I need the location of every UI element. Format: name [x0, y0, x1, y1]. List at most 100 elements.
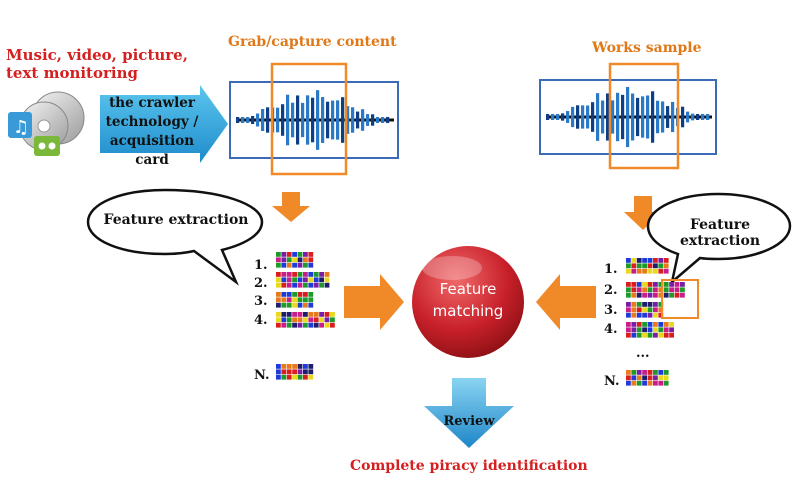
right-item-n-label: N. [604, 374, 620, 389]
right-item-2-label: 2. [604, 283, 618, 298]
sample-waveform [546, 86, 712, 148]
left-feature-grid-3 [276, 292, 314, 308]
waveform-bar [661, 101, 665, 133]
waveform-bar [356, 111, 360, 129]
arrow-to-matching-right [536, 274, 596, 330]
waveform-bar [651, 91, 655, 143]
waveform-bar [686, 111, 690, 123]
waveform-bar [641, 96, 645, 138]
feature-grids [276, 252, 685, 386]
waveform-bar [346, 106, 350, 134]
left-item-4-label: 4. [254, 313, 268, 328]
waveform-bar [701, 114, 705, 120]
crawler-line-1: the crawler [109, 95, 195, 111]
waveform-bar [321, 97, 325, 143]
waveform-bar [616, 92, 620, 142]
cassette-tape-icon [34, 136, 60, 156]
feature-matching-label: Feature matching [412, 278, 524, 322]
review-label: Review [443, 414, 495, 429]
capture-label: Grab/capture content [228, 34, 397, 50]
waveform-bar [576, 105, 580, 129]
waveform-bar [621, 94, 625, 140]
right-item-4-label: 4. [604, 322, 618, 337]
waveform-bar [596, 93, 600, 141]
review-arrow [424, 378, 514, 448]
waveform-bar [386, 117, 390, 123]
right-item-1-label: 1. [604, 262, 618, 277]
left-feature-grid-n [276, 364, 314, 380]
waveform-bar [706, 114, 710, 120]
source-title-line-1: Music, video, picture, [6, 46, 188, 64]
waveform-bar [241, 117, 245, 123]
waveform-bar [311, 97, 315, 143]
result-label: Complete piracy identification [350, 458, 588, 474]
sample-highlight-box [608, 62, 680, 170]
waveform-bar [281, 104, 285, 136]
media-icons: ♫ [8, 91, 85, 156]
feature-matching-circle [412, 246, 524, 358]
waveform-bar [626, 86, 630, 148]
right-match-highlight-box [661, 279, 699, 319]
waveform-bar [296, 95, 300, 145]
waveform-bar [656, 100, 660, 134]
waveform-bar [236, 117, 240, 123]
feature-matching-line-2: matching [432, 302, 504, 320]
waveform-bar [261, 109, 265, 131]
waveform-bar [571, 106, 575, 128]
sample-label: Works sample [592, 40, 702, 56]
waveform-bar [546, 114, 550, 120]
left-speech-bubble [86, 188, 264, 286]
left-feature-grid-2 [276, 272, 330, 288]
waveform-bar [581, 105, 585, 129]
capture-waveform-box [229, 81, 399, 159]
crawler-line-3: acquisition card [109, 133, 195, 168]
right-item-3-label: 3. [604, 303, 618, 318]
crawler-arrow [100, 85, 228, 163]
waveform-bar [586, 105, 590, 129]
waveform-bar [611, 100, 615, 134]
right-feature-grid-3 [626, 302, 664, 318]
right-ellipsis-label: ... [636, 346, 650, 361]
arrow-to-matching-left [344, 274, 404, 330]
down-arrow-right [624, 196, 662, 230]
waveform-bar [251, 116, 255, 124]
music-note-icon [8, 112, 32, 138]
waveform-bar [331, 100, 335, 140]
waveform-bar [246, 117, 250, 123]
waveform-bar [256, 113, 260, 127]
source-title-line-2: text monitoring [6, 64, 138, 82]
waveform-bar [381, 117, 385, 123]
waveform-bar [366, 114, 370, 126]
right-feature-extraction-label: Feature extraction [680, 217, 760, 249]
waveform-bar [351, 107, 355, 133]
waveform-bar [276, 107, 280, 133]
waveform-bar [341, 97, 345, 143]
waveform-bar [691, 113, 695, 121]
right-feature-grid-4 [626, 322, 674, 338]
waveform-bar [681, 106, 685, 128]
waveform-bar [566, 111, 570, 123]
left-feature-grid-1 [276, 252, 314, 268]
right-feature-grid-1 [626, 258, 669, 274]
down-arrow-left [272, 192, 310, 222]
waveform-bar [286, 94, 290, 146]
waveform-bar [591, 102, 595, 132]
waveform-bar [561, 113, 565, 121]
feature-matching-line-1: Feature [439, 280, 497, 298]
left-item-1-label: 1. [254, 258, 268, 273]
waveform-bar [316, 90, 320, 150]
left-feature-extraction-label: Feature extraction [103, 212, 249, 228]
sample-waveform-box [539, 79, 717, 155]
right-feature-grid-2 [626, 282, 685, 298]
left-item-3-label: 3. [254, 294, 268, 309]
waveform-bar [556, 114, 560, 120]
waveform-bar [646, 95, 650, 139]
waveform-bar [666, 106, 670, 128]
waveform-bar [336, 100, 340, 140]
waveform-bar [266, 107, 270, 133]
waveform-bar [601, 100, 605, 134]
waveform-bar [326, 101, 330, 139]
waveform-bar [636, 97, 640, 137]
crawler-line-2: technology / [105, 114, 199, 130]
